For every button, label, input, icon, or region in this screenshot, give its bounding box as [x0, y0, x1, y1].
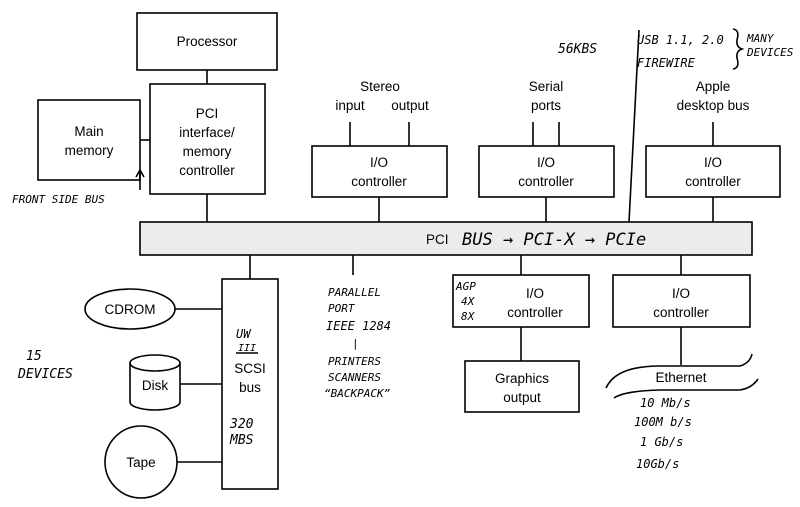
devices-15-line-2: DEVICES	[17, 367, 73, 382]
cdrom-label: CDROM	[105, 302, 156, 317]
main-memory-line-1: Main	[74, 124, 103, 139]
stereo-label: Stereo	[360, 79, 400, 94]
agp-note-line-3: 8X	[461, 310, 476, 323]
scsi-bus-box	[221, 278, 279, 490]
ethernet-speed-10m: 10 Mb/s	[640, 396, 691, 410]
pci-controller-line-3: memory	[183, 144, 232, 159]
io-controller-serial-box	[478, 145, 615, 198]
ethernet-label: Ethernet	[655, 370, 706, 385]
io-controller-stereo-box	[311, 145, 448, 198]
stereo-input-label: input	[335, 98, 365, 113]
scsi-speed-line-1: 320	[229, 417, 254, 432]
apple-label-line-1: Apple	[696, 79, 731, 94]
pci-bus-label: PCI	[426, 232, 449, 247]
parallel-note-line-4: |	[352, 337, 359, 350]
devices-15-line-1: 15	[26, 349, 42, 364]
scsi-uw-line-1: UW	[236, 327, 252, 341]
tape-label: Tape	[126, 455, 155, 470]
many-devices-line-2: DEVICES	[746, 46, 794, 59]
usb-note: USB 1.1, 2.0	[637, 33, 724, 47]
io-controller-apple-box	[645, 145, 781, 198]
ethernet-speed-10g: 10Gb/s	[636, 457, 679, 471]
pci-controller-line-4: controller	[179, 163, 235, 178]
scsi-speed-line-2: MBS	[229, 433, 254, 448]
io-controller-serial-line-1: I/O	[537, 155, 555, 170]
io-controller-ethernet-line-1: I/O	[672, 286, 690, 301]
parallel-note-line-3: IEEE 1284	[326, 319, 391, 333]
many-devices-brace	[732, 28, 745, 70]
parallel-note-line-6: SCANNERS	[328, 371, 381, 384]
usb-pointer-line	[628, 29, 640, 223]
parallel-note-line-2: PORT	[328, 302, 356, 315]
parallel-note-line-7: “BACKPACK”	[324, 387, 391, 400]
io-controller-stereo-line-2: controller	[351, 174, 407, 189]
io-controller-agp-line-2: controller	[507, 305, 563, 320]
scsi-uw-line-2: III	[238, 343, 256, 354]
many-devices-line-1: MANY	[746, 32, 775, 45]
agp-note-line-2: 4X	[461, 295, 476, 308]
io-controller-agp-line-1: I/O	[526, 286, 544, 301]
pci-controller-line-2: interface/	[179, 125, 235, 140]
parallel-note-line-5: PRINTERS	[328, 355, 381, 368]
io-controller-ethernet-line-2: controller	[653, 305, 709, 320]
bus-evolution-note: BUS → PCI-X → PCIe	[462, 230, 646, 250]
apple-label-line-2: desktop bus	[677, 98, 750, 113]
parallel-note-line-1: PARALLEL	[328, 286, 381, 299]
ethernet-cable-top	[605, 353, 753, 389]
disk-label: Disk	[142, 378, 168, 393]
io-controller-stereo-line-1: I/O	[370, 155, 388, 170]
front-side-bus-note: FRONT SIDE BUS	[12, 193, 105, 206]
firewire-note: FIREWIRE	[637, 56, 696, 70]
io-controller-apple-line-2: controller	[685, 174, 741, 189]
io-controller-ethernet-box	[612, 274, 751, 328]
pci-bus-bar	[139, 221, 753, 256]
agp-note-line-1: AGP	[455, 280, 476, 293]
disk-cylinder-top	[129, 354, 181, 372]
serial-label-line-1: Serial	[529, 79, 564, 94]
scsi-label-line-1: SCSI	[234, 361, 266, 376]
main-memory-box	[37, 99, 141, 181]
graphics-output-box	[464, 360, 580, 413]
front-side-bus-arrow-head	[135, 168, 145, 178]
graphics-output-line-1: Graphics	[495, 371, 549, 386]
serial-label-line-2: ports	[531, 98, 561, 113]
ethernet-speed-1g: 1 Gb/s	[640, 435, 683, 449]
graphics-output-line-2: output	[503, 390, 541, 405]
io-controller-serial-line-2: controller	[518, 174, 574, 189]
processor-box	[136, 12, 278, 71]
scsi-label-line-2: bus	[239, 380, 261, 395]
io-controller-apple-line-1: I/O	[704, 155, 722, 170]
disk-cylinder-body	[129, 363, 181, 411]
stereo-output-label: output	[391, 98, 429, 113]
main-memory-line-2: memory	[65, 143, 114, 158]
ethernet-cable-bottom	[613, 378, 759, 399]
pci-controller-line-1: PCI	[196, 106, 219, 121]
speed-56k-note: 56KBS	[558, 42, 597, 57]
processor-label: Processor	[177, 34, 238, 49]
ethernet-speed-100m: 100M b/s	[634, 415, 692, 429]
